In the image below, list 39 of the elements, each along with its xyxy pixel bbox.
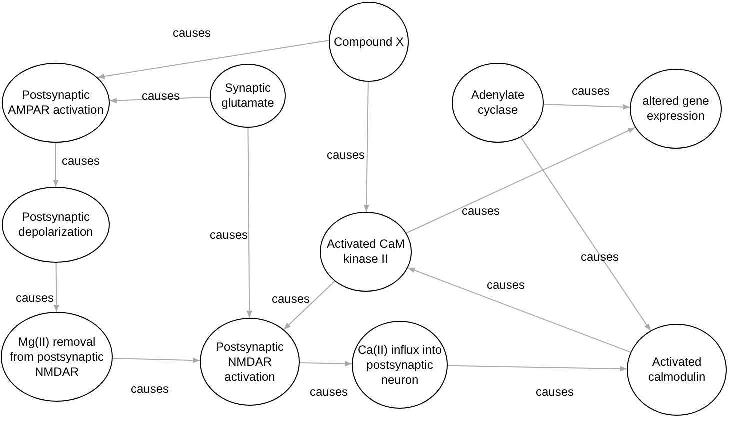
arrow bbox=[543, 104, 631, 110]
edge-label: causes bbox=[580, 250, 620, 264]
node-label: Synaptic glutamate bbox=[220, 81, 276, 111]
node-label: Adenylate cyclase bbox=[470, 88, 526, 118]
edge-label: causes bbox=[130, 382, 170, 396]
arrow bbox=[520, 137, 652, 332]
edge-label: causes bbox=[571, 84, 611, 98]
arrow bbox=[109, 96, 211, 104]
arrow bbox=[406, 127, 636, 234]
node-label: Activated calmodulin bbox=[647, 355, 707, 385]
edge-label: causes bbox=[271, 292, 311, 306]
arrow bbox=[299, 361, 352, 367]
arrow bbox=[448, 365, 628, 372]
edge-label: causes bbox=[461, 204, 501, 218]
node-label: Postsynaptic NMDAR activation bbox=[214, 340, 286, 384]
edge-label: causes bbox=[486, 278, 526, 292]
edge-label: causes bbox=[326, 148, 366, 162]
arrow bbox=[97, 40, 330, 80]
edge-label: causes bbox=[172, 26, 212, 40]
node-label: Compound X bbox=[334, 34, 404, 50]
node-label: Mg(II) removal from postsynaptic NMDAR bbox=[8, 334, 106, 380]
node-label: Postsynaptic depolarization bbox=[18, 210, 94, 240]
edge-label: causes bbox=[535, 385, 575, 399]
node-label: Ca(II) influx into postsynaptic neuron bbox=[356, 342, 444, 388]
edge-label: causes bbox=[309, 385, 349, 399]
edge-label: causes bbox=[141, 89, 181, 103]
node-label: Activated CaM kinase II bbox=[326, 237, 406, 267]
edge-label: causes bbox=[15, 291, 55, 305]
node-label: altered gene expression bbox=[642, 94, 710, 124]
arrow bbox=[53, 142, 59, 188]
arrow bbox=[284, 280, 336, 330]
node-label: Postsynaptic AMPAR activation bbox=[7, 88, 105, 118]
arrow bbox=[246, 128, 252, 318]
edge-label: causes bbox=[209, 228, 249, 242]
arrow bbox=[364, 82, 370, 212]
arrow bbox=[408, 268, 632, 353]
arrow bbox=[54, 262, 60, 312]
edge-label: causes bbox=[61, 154, 101, 168]
arrow bbox=[112, 358, 201, 364]
